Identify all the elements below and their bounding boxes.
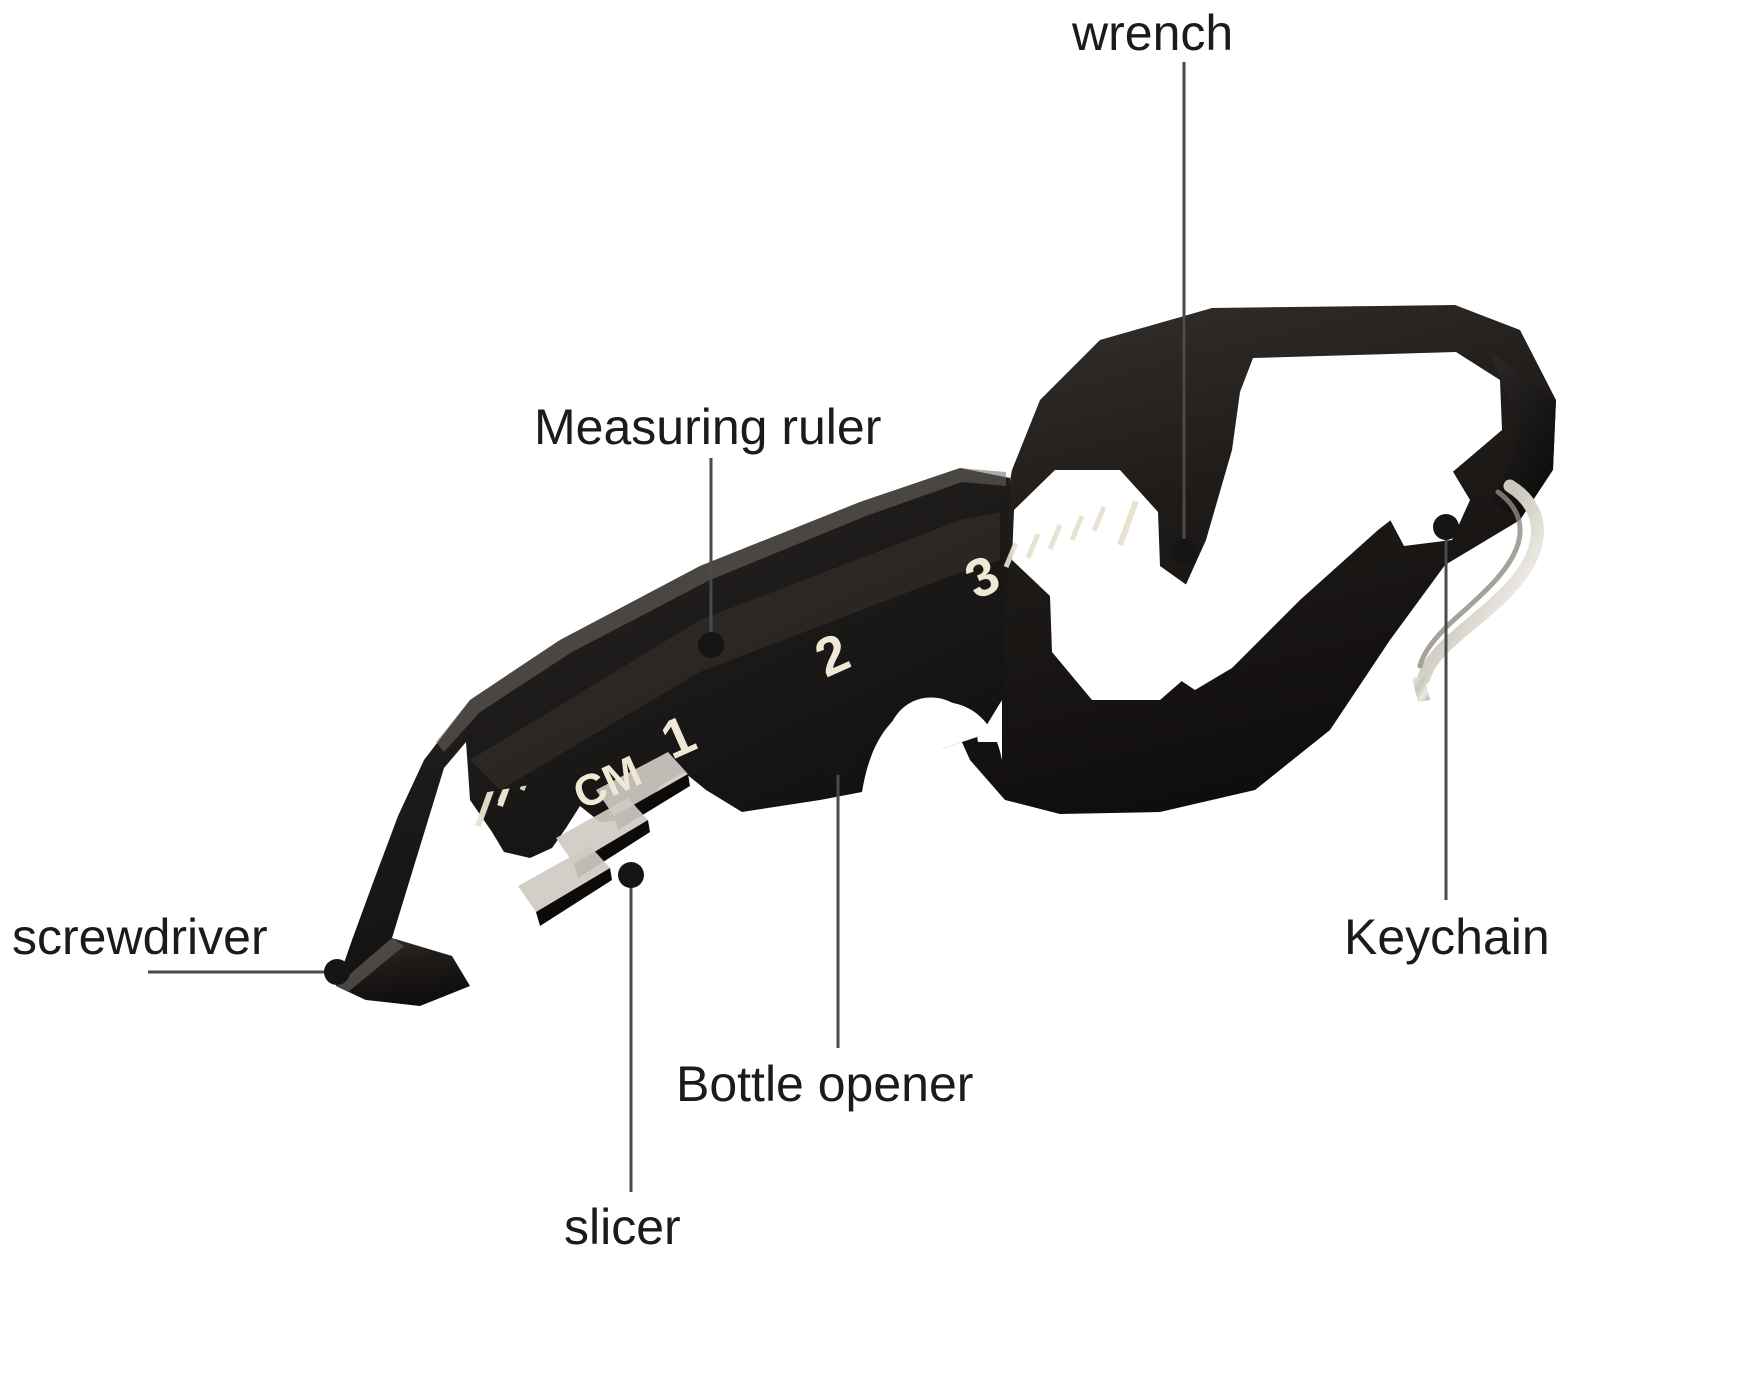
slicer-tooth-3 (518, 846, 610, 912)
head-inner-cutout (1168, 352, 1502, 690)
keyring-wire-inner (1417, 489, 1523, 669)
leader-dot-screwdriver (324, 959, 350, 985)
slicer-tooth-2 (556, 798, 648, 864)
slicer-tooth-1 (596, 752, 688, 816)
callout-label-slicer: slicer (564, 1199, 681, 1255)
screwdriver-tip-bevel (336, 938, 404, 992)
opener-underside-gap (862, 701, 1002, 792)
callout-label-wrench: wrench (1072, 5, 1234, 61)
slicer-tooth-3-shadow (536, 868, 612, 926)
leader-lines-group (148, 62, 1448, 1192)
leader-dot-measuring-ruler (698, 632, 724, 658)
shank-sheen (470, 512, 1000, 790)
callout-label-screwdriver: screwdriver (12, 909, 268, 965)
slicer-teeth-group (518, 752, 690, 926)
leader-dots-group (324, 514, 1459, 985)
tool-shank (336, 468, 1010, 1000)
callout-label-measuring-ruler: Measuring ruler (534, 399, 882, 455)
tool-body-group: CM 1 2 3 (336, 305, 1556, 1006)
carabiner-gate-tip (1490, 352, 1556, 520)
leader-dot-wrench (1171, 539, 1197, 565)
leader-dot-slicer (618, 862, 644, 888)
callout-label-bottle-opener: Bottle opener (676, 1056, 974, 1112)
keyring-wire (1417, 479, 1544, 685)
keyring-tail (1412, 676, 1430, 702)
callout-label-keychain: Keychain (1344, 909, 1550, 965)
screwdriver-tip (336, 938, 470, 1006)
leader-dot-keychain (1433, 514, 1459, 540)
leader-dot-bottle-opener (825, 749, 851, 775)
keyring-group (1412, 479, 1544, 702)
